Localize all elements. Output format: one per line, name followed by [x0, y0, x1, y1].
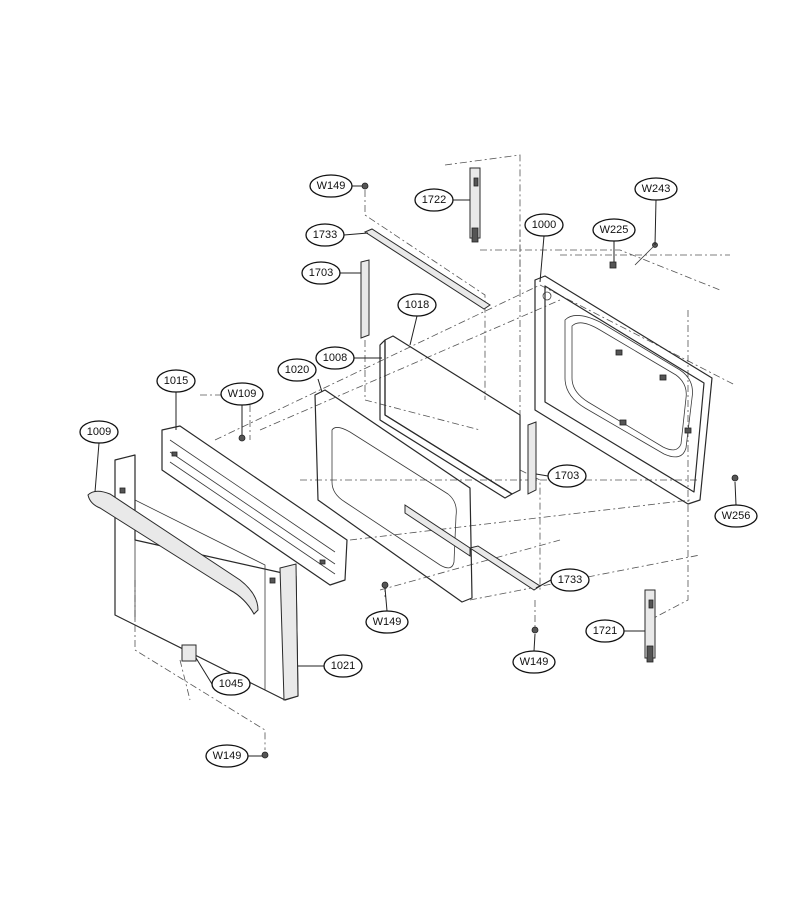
- svg-text:W256: W256: [722, 510, 751, 522]
- callout-w149-right: W149: [512, 650, 556, 674]
- svg-text:1009: 1009: [87, 426, 111, 438]
- callout-1009: 1009: [79, 420, 119, 444]
- callout-w256: W256: [714, 504, 758, 528]
- screw-w109: [238, 434, 246, 442]
- svg-text:1733: 1733: [313, 229, 337, 241]
- vent-panel-1015: [161, 425, 348, 586]
- callout-w225: W225: [592, 218, 636, 242]
- svg-text:W149: W149: [317, 180, 346, 192]
- door-handle: [87, 490, 259, 615]
- svg-text:W149: W149: [213, 750, 242, 762]
- svg-text:W109: W109: [228, 388, 257, 400]
- screw-w256: [731, 474, 739, 482]
- callout-w149-bottom: W149: [205, 744, 249, 768]
- svg-text:1018: 1018: [405, 299, 429, 311]
- svg-text:1721: 1721: [593, 625, 617, 637]
- svg-text:1015: 1015: [164, 375, 188, 387]
- callout-1020: 1020: [277, 358, 317, 382]
- screw-w149-bottom: [261, 751, 269, 759]
- trim-strip-1733-top: [363, 228, 491, 310]
- screw-w243: [634, 244, 656, 266]
- svg-text:1020: 1020: [285, 364, 309, 376]
- screw-w149-top: [361, 182, 369, 190]
- svg-text:1703: 1703: [555, 470, 579, 482]
- callouts: W149 1722 W243 1000 W225 1733 1703 1018: [79, 174, 758, 768]
- svg-text:1733: 1733: [558, 574, 582, 586]
- callout-w149-mid: W149: [365, 610, 409, 634]
- callout-w109: W109: [220, 382, 264, 406]
- door-frame-1000: [534, 275, 713, 505]
- callout-1000: 1000: [524, 213, 564, 237]
- hinge-1721: [644, 589, 656, 663]
- callout-1722: 1722: [414, 188, 454, 212]
- callout-w243: W243: [634, 177, 678, 201]
- callout-w149-top: W149: [309, 174, 353, 198]
- callout-1721: 1721: [585, 619, 625, 643]
- svg-text:1703: 1703: [309, 267, 333, 279]
- svg-text:W225: W225: [600, 224, 629, 236]
- side-trim-1021: [279, 563, 299, 701]
- callout-1703-right: 1703: [547, 464, 587, 488]
- inner-panel-1020: [314, 389, 473, 603]
- screw-w149-mid: [381, 581, 389, 589]
- badge-1045: [181, 644, 197, 662]
- svg-text:W243: W243: [642, 183, 671, 195]
- glass-panel-1008: [379, 339, 513, 499]
- callout-leaders: [94, 185, 737, 757]
- callout-1703-left: 1703: [301, 261, 341, 285]
- callout-1733-top: 1733: [305, 223, 345, 247]
- callout-1015: 1015: [156, 369, 196, 393]
- svg-text:1021: 1021: [331, 660, 355, 672]
- assembly-guide-lines: [134, 154, 736, 750]
- svg-text:1045: 1045: [219, 678, 243, 690]
- svg-text:1000: 1000: [532, 219, 556, 231]
- svg-text:1008: 1008: [323, 352, 347, 364]
- outer-door-1009: [87, 454, 299, 701]
- screw-w149-right: [531, 626, 539, 634]
- svg-text:1722: 1722: [422, 194, 446, 206]
- screw-w225: [609, 261, 617, 269]
- side-strip-1703-left: [360, 259, 370, 339]
- svg-text:W149: W149: [373, 616, 402, 628]
- glass-panel-1018: [384, 335, 521, 495]
- trim-strip-1733-bottom: [468, 545, 541, 591]
- callout-1045: 1045: [211, 672, 251, 696]
- callout-1733-bottom: 1733: [550, 568, 590, 592]
- hinge-1722: [469, 167, 481, 243]
- side-strip-1703-right: [527, 421, 537, 495]
- callout-1021: 1021: [323, 654, 363, 678]
- svg-text:W149: W149: [520, 656, 549, 668]
- callout-1018: 1018: [397, 293, 437, 317]
- callout-1008: 1008: [315, 346, 355, 370]
